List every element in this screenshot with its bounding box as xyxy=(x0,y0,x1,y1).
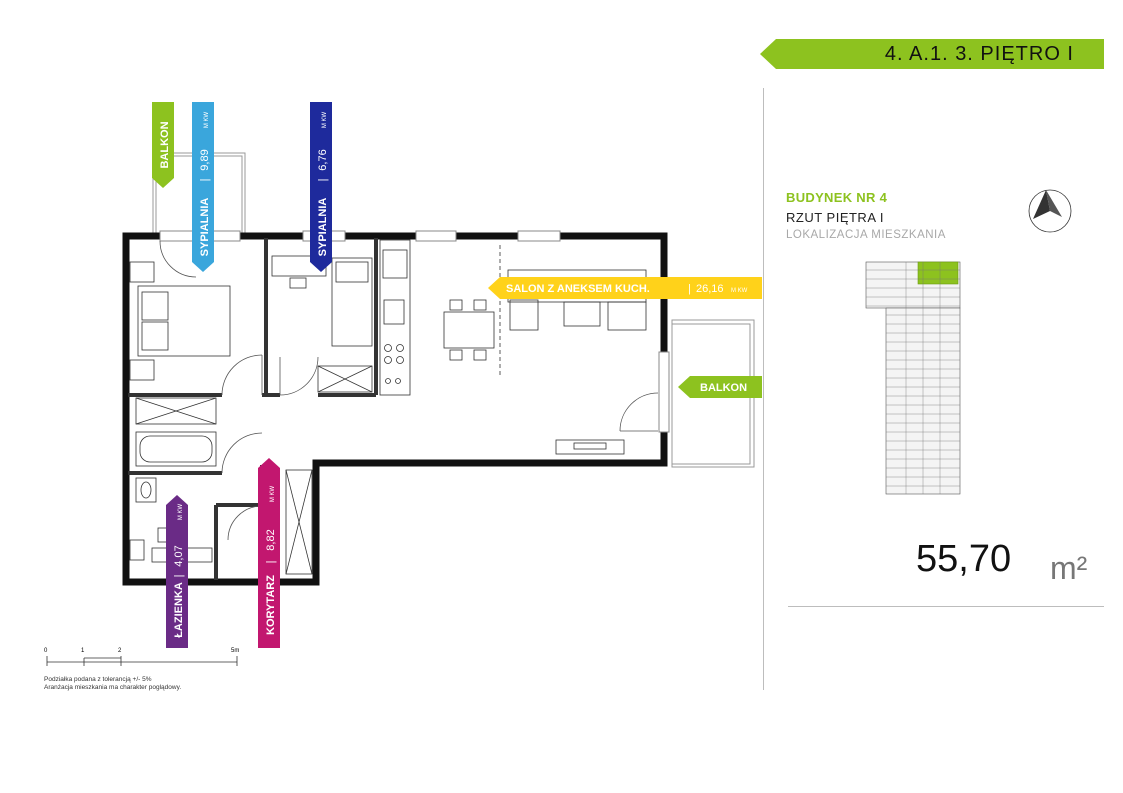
divider-horizontal xyxy=(788,606,1104,607)
note-scale: Podziałka podana z tolerancją +/- 5% xyxy=(44,676,152,683)
bed-single xyxy=(271,255,373,347)
label-bedroom-2: SYPIALNIA | 6,76 M KW xyxy=(310,102,332,272)
bathroom-name: ŁAZIENKA xyxy=(173,582,185,638)
bedroom-1-name: SYPIALNIA xyxy=(199,198,211,257)
label-living-room: SALON Z ANEKSEM KUCH. | 26,16 M KW xyxy=(488,277,762,299)
wardrobe-bedroom-2 xyxy=(317,365,373,393)
exterior-wall xyxy=(122,232,668,586)
svg-text:|: | xyxy=(265,561,277,564)
bedroom-2-unit: M KW xyxy=(322,112,328,129)
header: 4. A.1. 3. PIĘTRO I xyxy=(760,39,1104,69)
label-balcony-top-text: BALKON xyxy=(159,121,171,168)
kitchen-counter xyxy=(379,239,501,396)
living-room-name: SALON Z ANEKSEM KUCH. xyxy=(506,283,650,295)
location-label: LOKALIZACJA MIESZKANIA xyxy=(786,229,946,241)
building-title: BUDYNEK NR 4 xyxy=(786,190,888,205)
label-hallway: KORYTARZ | 8,82 M KW xyxy=(258,458,280,648)
bedroom-2-area: 6,76 xyxy=(317,149,329,170)
label-balcony-top: BALKON xyxy=(152,102,174,188)
bathroom-unit: M KW xyxy=(178,504,184,521)
interior-walls xyxy=(128,238,378,580)
apartment-area: 55,70 xyxy=(916,538,1012,580)
divider-vertical xyxy=(763,88,764,690)
label-bathroom: ŁAZIENKA | 4,07 M KW xyxy=(166,495,188,648)
building-location-map xyxy=(865,261,961,495)
windows xyxy=(159,230,670,433)
bed-double xyxy=(129,261,231,381)
label-balcony-right: BALKON xyxy=(678,376,762,398)
svg-text:|: | xyxy=(173,575,185,578)
dining-table xyxy=(443,299,495,361)
doors xyxy=(159,240,659,541)
apartment-area-unit: m² xyxy=(1050,550,1088,586)
svg-text:|: | xyxy=(317,179,329,182)
scale-tick-5m: 5m xyxy=(231,648,239,654)
wardrobe-bedroom-1 xyxy=(135,397,217,425)
scale-tick-1: 1 xyxy=(81,648,85,654)
hallway-unit: M KW xyxy=(270,486,276,503)
scale-tick-2: 2 xyxy=(118,648,122,654)
scale-tick-0: 0 xyxy=(44,648,48,654)
living-room-area: 26,16 xyxy=(696,283,724,295)
bedroom-1-unit: M KW xyxy=(204,112,210,129)
bathroom-area: 4,07 xyxy=(173,545,185,566)
apartment-location-highlight xyxy=(917,261,959,285)
compass-icon xyxy=(1028,189,1072,233)
bedroom-2-name: SYPIALNIA xyxy=(317,198,329,257)
hallway-name: KORYTARZ xyxy=(265,575,277,635)
label-balcony-right-text: BALKON xyxy=(700,382,747,394)
living-room-unit: M KW xyxy=(731,288,748,294)
bathtub xyxy=(135,431,217,467)
wardrobe-hallway xyxy=(285,469,313,575)
tv-cabinet xyxy=(555,439,625,455)
bedroom-1-area: 9,89 xyxy=(199,149,211,170)
svg-text:|: | xyxy=(199,179,211,182)
note-arrangement: Aranżacja mieszkania ma charakter pogląd… xyxy=(44,684,182,691)
scale-bar xyxy=(46,656,238,666)
header-title: 4. A.1. 3. PIĘTRO I xyxy=(884,43,1074,65)
label-bedroom-1: SYPIALNIA | 9,89 M KW xyxy=(192,102,214,272)
hallway-area: 8,82 xyxy=(265,529,277,550)
svg-text:|: | xyxy=(688,283,691,295)
header-banner xyxy=(760,39,1104,69)
building-subtitle: RZUT PIĘTRA I xyxy=(786,210,884,225)
